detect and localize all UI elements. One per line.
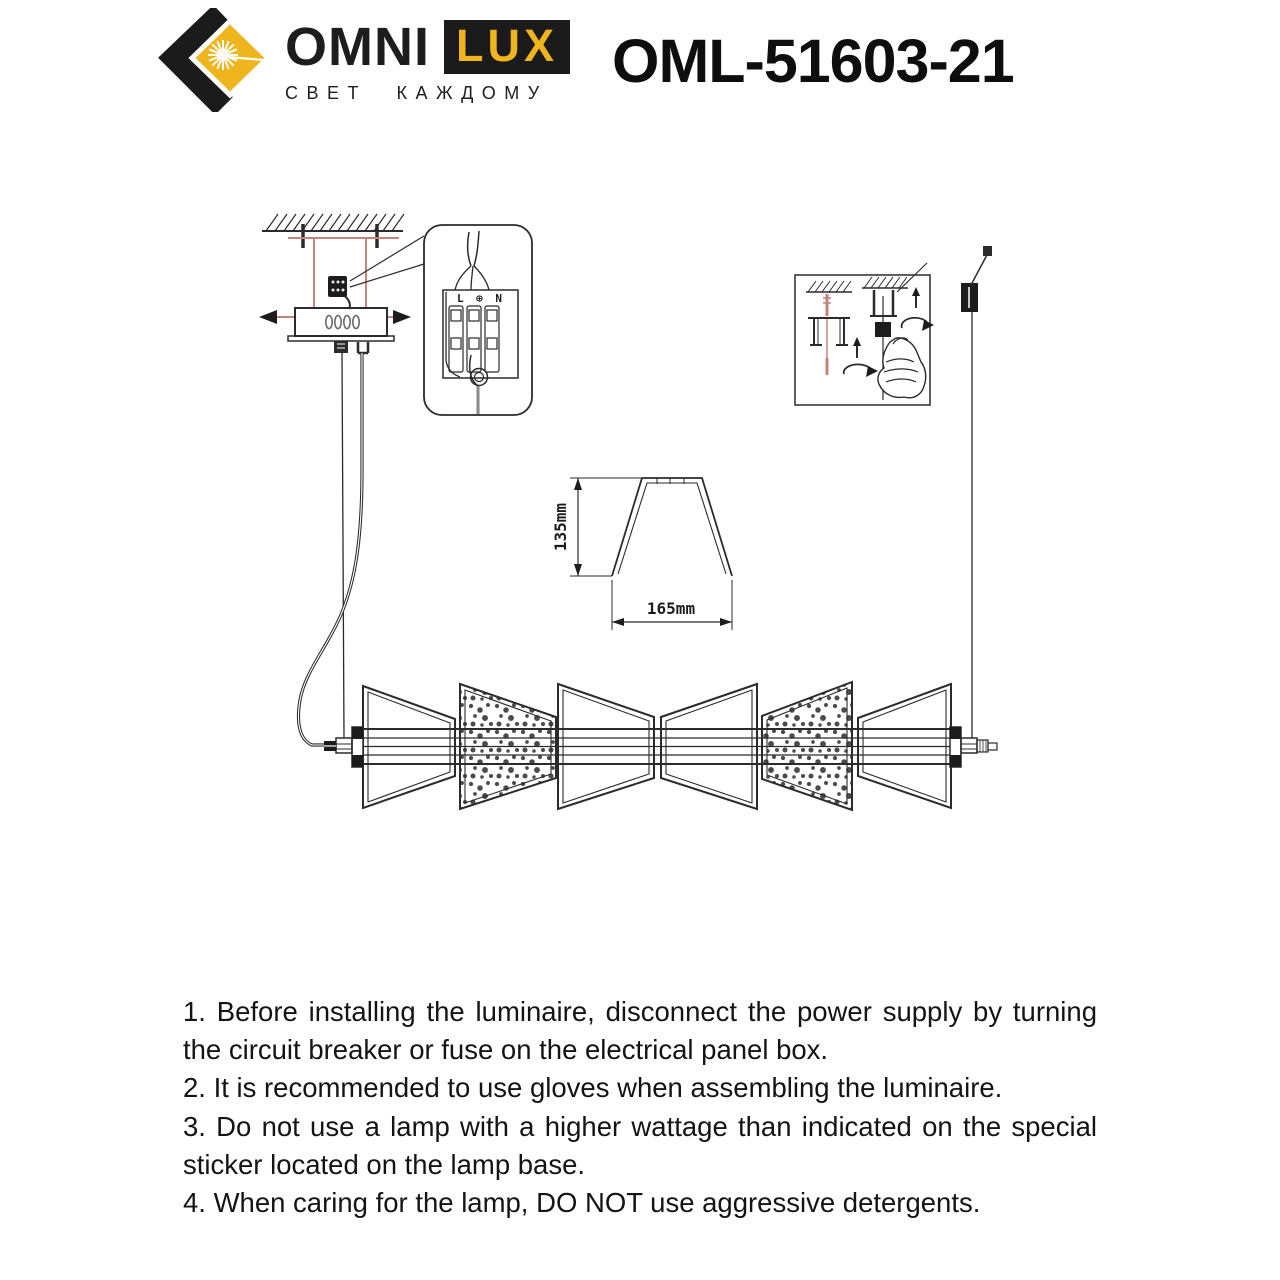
ceiling-mount-diagram (259, 213, 411, 747)
cable-grip-detail (337, 343, 345, 349)
hand (877, 337, 927, 399)
mini-bracket (872, 290, 895, 316)
extension-lines-v (570, 477, 641, 577)
canopy-holes (324, 314, 360, 330)
instruction-item-3: 3. Do not use a lamp with a higher watta… (183, 1110, 1097, 1180)
mini-wire (896, 262, 928, 293)
mini-hatch-right (863, 276, 908, 289)
callout-box (423, 224, 533, 416)
shade-outline-inner (617, 482, 727, 575)
rotate-arrow-right-head (922, 320, 934, 331)
power-cord-highlight (297, 353, 363, 746)
cable-adjuster-diagram (794, 262, 934, 406)
logo-starburst (208, 40, 265, 70)
cable-grip (334, 341, 348, 353)
ceiling-hatching (265, 213, 405, 232)
cord-grip (356, 342, 370, 355)
power-cord (296, 353, 364, 747)
left-end-assembly (324, 726, 364, 768)
shade-4-inner (665, 689, 753, 804)
shade-collar-ticks (656, 478, 685, 484)
shade-2-inner (464, 689, 552, 804)
suspension-cable-left (341, 352, 345, 739)
terminal-label: L ⊕ N (457, 292, 505, 305)
supply-wires (466, 230, 480, 267)
socket-cup (808, 317, 850, 346)
mini-hatch-left (807, 280, 852, 293)
rotate-arrow-left-head (866, 366, 878, 377)
shade-3-inner (562, 689, 650, 804)
shade-outline (611, 477, 733, 577)
wiring-detail-callout: L ⊕ N (349, 224, 533, 416)
strain-relief-ring-inner (473, 371, 485, 383)
dim-arrow-right (720, 618, 732, 626)
up-arrow-right-head (912, 287, 920, 296)
shades (362, 680, 952, 812)
terminal-block (328, 276, 347, 297)
dim-arrow-bottom (574, 564, 582, 576)
canopy-flange (287, 335, 395, 342)
strain-relief-ring (469, 367, 489, 387)
fixture-bar (363, 728, 952, 765)
up-arrow-left-head (853, 337, 861, 346)
brand-name: OMNI (285, 17, 430, 77)
gripper-wire-tip (983, 246, 992, 256)
bare-wire (445, 292, 461, 378)
anchor-screw-red (823, 294, 831, 375)
width-label: 165mm (647, 599, 696, 618)
right-end-assembly (949, 726, 998, 768)
height-label: 135mm (551, 503, 570, 552)
terminal-strips (448, 305, 500, 373)
starburst-diamond-icon (158, 8, 272, 112)
shade-1-inner (367, 691, 451, 803)
instruction-item-2: 2. It is recommended to use gloves when … (183, 1072, 1003, 1104)
model-number: OML-51603-21 (612, 27, 1015, 95)
terminal-block-screws (331, 280, 345, 292)
wire-fan (454, 265, 490, 291)
shade-5-inner (766, 687, 848, 805)
gripper-wire (970, 252, 989, 286)
socket-cup-inner (817, 318, 841, 345)
instructions-list: 1. Before installing the luminaire, disc… (183, 993, 1097, 1222)
dim-arrow-left (612, 618, 624, 626)
brand-tagline: СВЕТ КАЖДОМУ (285, 83, 548, 103)
terminal-wire (344, 295, 351, 310)
wire-loop (468, 354, 479, 387)
dim-arrow-top (574, 478, 582, 490)
instruction-item-4: 4. When caring for the lamp, DO NOT use … (183, 1187, 981, 1219)
shade-dimension-diagram: 135mm 165mm (551, 477, 733, 630)
diagram-frame (794, 274, 931, 406)
callout-lines (349, 235, 425, 288)
brand-suffix: LUX (444, 20, 570, 74)
arrow-left (259, 310, 277, 324)
brand-logo: OMNI LUX СВЕТ КАЖДОМУ (285, 20, 570, 104)
logo-chevron (158, 8, 233, 112)
junction-box (442, 289, 519, 379)
arrow-right (393, 310, 411, 324)
pendant-fixture-drawing (324, 246, 998, 812)
knurled-nut (875, 322, 891, 337)
hand-fingers (883, 337, 919, 383)
instruction-item-1: 1. Before installing the luminaire, disc… (183, 996, 1097, 1066)
mounting-screws (301, 224, 379, 248)
